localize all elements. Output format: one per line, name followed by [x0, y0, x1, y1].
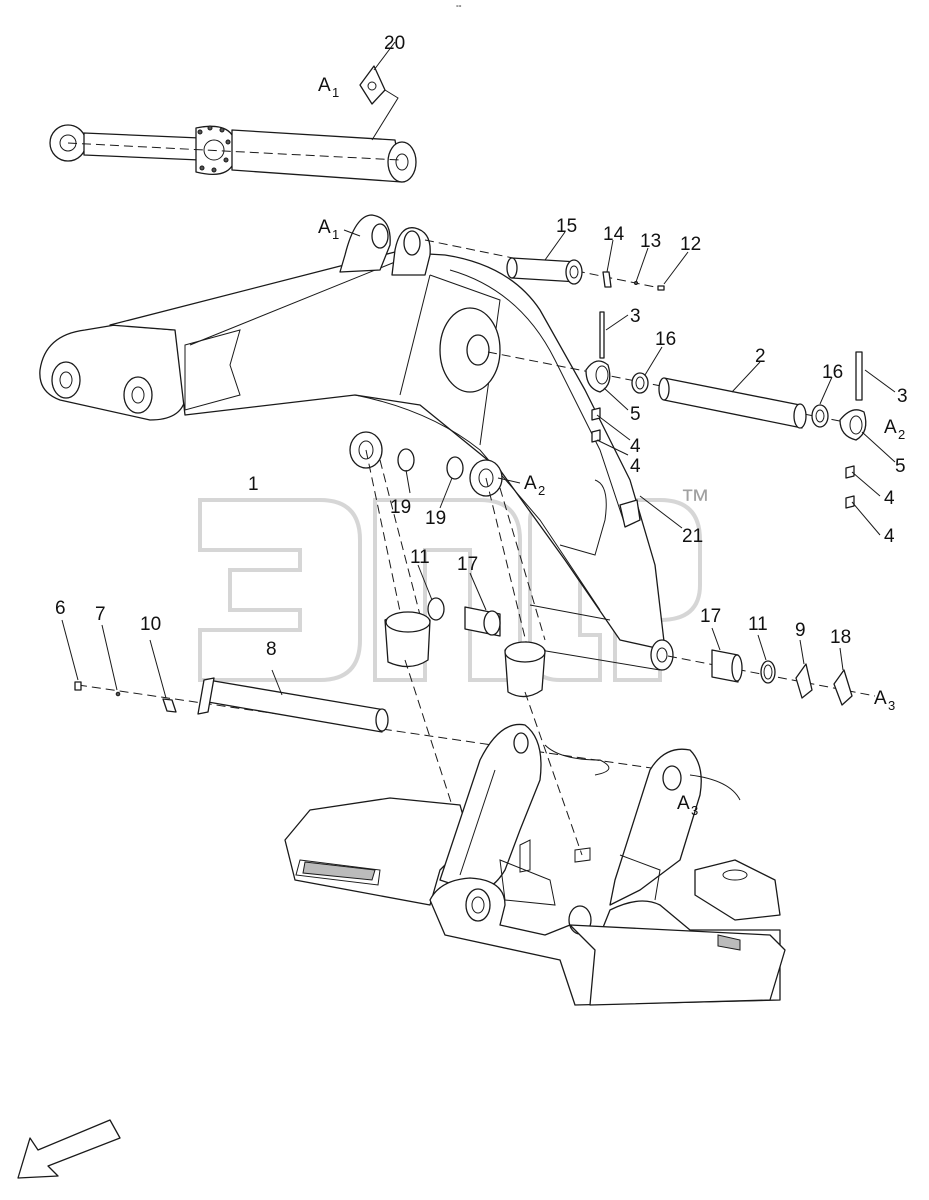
- svg-text:A: A: [318, 75, 331, 96]
- callout-7: 7: [95, 604, 106, 625]
- ref-a1-top: A 1: [318, 75, 339, 100]
- callout-19: 19: [390, 497, 411, 518]
- callout-10: 10: [140, 614, 161, 635]
- callout-6: 6: [55, 598, 66, 619]
- callout-9: 9: [795, 620, 806, 641]
- svg-text:A: A: [677, 793, 690, 814]
- direction-arrow: [17, 1119, 121, 1179]
- callout-5: 5: [630, 404, 641, 425]
- svg-text:1: 1: [332, 85, 339, 100]
- watermark-tm: ™: [680, 484, 710, 517]
- svg-text:2: 2: [538, 483, 545, 498]
- callout-4: 4: [630, 456, 641, 477]
- bushing-17b: [711, 649, 739, 683]
- ref-a1-boom: A 1: [318, 217, 361, 242]
- svg-text:1: 1: [332, 227, 339, 242]
- callout-15: 15: [556, 216, 577, 237]
- corner-mark: °°: [456, 4, 462, 12]
- svg-text:A: A: [884, 417, 897, 438]
- ref-a3-right: A 3: [874, 688, 895, 713]
- svg-text:A: A: [524, 473, 537, 494]
- ref-a2-right: A 2: [884, 417, 905, 442]
- boom-cylinder: [49, 124, 417, 183]
- callout-14: 14: [603, 224, 625, 245]
- svg-text:3: 3: [888, 698, 895, 713]
- callout-4: 4: [884, 488, 895, 509]
- callout-11: 11: [410, 547, 430, 568]
- callout-21: 21: [682, 526, 703, 547]
- callout-5: 5: [895, 456, 906, 477]
- callout-11: 11: [748, 614, 768, 635]
- callout-3: 3: [630, 306, 641, 327]
- svg-text:A: A: [874, 688, 887, 709]
- callout-1: 1: [248, 474, 259, 495]
- callout-4: 4: [630, 436, 641, 457]
- callout-12: 12: [680, 234, 701, 255]
- callout-3: 3: [897, 386, 908, 407]
- callout-20: 20: [384, 33, 405, 54]
- callout-16: 16: [822, 362, 843, 383]
- callout-19: 19: [425, 508, 446, 529]
- callout-13: 13: [640, 231, 661, 252]
- shim-20: [359, 65, 386, 105]
- svg-text:3: 3: [691, 803, 698, 818]
- callout-8: 8: [266, 639, 277, 660]
- svg-text:2: 2: [898, 427, 905, 442]
- boom: [39, 214, 674, 671]
- ref-a2-mid: A 2: [524, 473, 545, 498]
- callout-2: 2: [755, 346, 766, 367]
- callout-layer: 1 2 3 3 4 4 4 4 5 5 6 7 8 9 10 11 11 12 …: [55, 33, 908, 660]
- swing-frame: [284, 723, 786, 1006]
- callout-17: 17: [457, 554, 478, 575]
- callout-18: 18: [830, 627, 851, 648]
- callout-4: 4: [884, 526, 895, 547]
- callout-17: 17: [700, 606, 721, 627]
- svg-text:A: A: [318, 217, 331, 238]
- callout-16: 16: [655, 329, 676, 350]
- swing-cylinders: [349, 431, 583, 856]
- ref-a3-base: A 3: [677, 793, 698, 818]
